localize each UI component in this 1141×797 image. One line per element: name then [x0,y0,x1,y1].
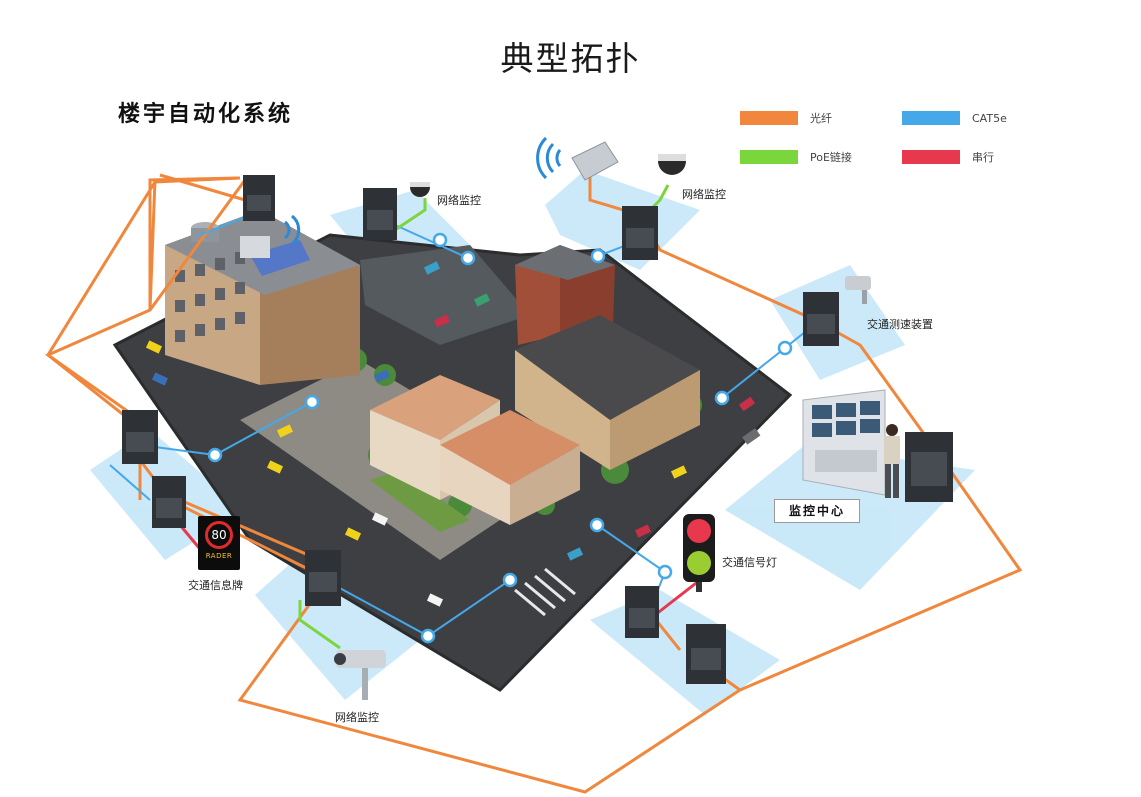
traffic-light-icon [683,514,715,592]
label-traffic-light: 交通信号灯 [722,556,777,569]
dome-camera-icon [410,182,430,197]
legend-fiber: 光纤 [740,110,832,126]
wireless-ap-icon [536,136,619,181]
legend-serial-swatch [902,150,960,164]
legend-cat5e-swatch [902,111,960,125]
dome-camera-right-icon [658,154,686,175]
wifi-building-icon [240,214,301,258]
bullet-camera-icon [334,650,386,700]
legend-cat5e: CAT5e [902,110,1007,126]
system-subtitle: 楼宇自动化系统 [118,102,294,127]
label-camera-top-right: 网络监控 [682,188,726,201]
cat5e-links [109,214,821,637]
label-camera-bottom: 网络监控 [335,711,379,724]
label-camera-top: 网络监控 [437,194,481,207]
speed-limit-value: 80 [205,521,233,549]
page-title: 典型拓扑 [500,39,641,78]
label-speed-device: 交通测速装置 [867,318,933,331]
legend-serial-label: 串行 [972,151,994,164]
label-info-sign: 交通信息牌 [188,579,243,592]
speed-sign-brand: RADER [205,552,233,560]
legend-poe-swatch [740,150,798,164]
legend-fiber-label: 光纤 [810,112,832,125]
legend-fiber-swatch [740,111,798,125]
industrial-switches [122,175,953,684]
legend-poe: PoE链接 [740,149,852,165]
operator-figure [884,424,900,498]
control-center-console [802,389,886,496]
legend-cat5e-label: CAT5e [972,111,1007,125]
speed-camera-icon [845,276,871,304]
speed-sign-icon: 80 RADER [198,516,240,570]
label-control-center: 监控中心 [774,499,860,523]
connection-nodes [207,232,793,644]
legend-poe-label: PoE链接 [810,151,852,164]
cars [145,261,761,607]
legend-serial: 串行 [902,149,994,165]
